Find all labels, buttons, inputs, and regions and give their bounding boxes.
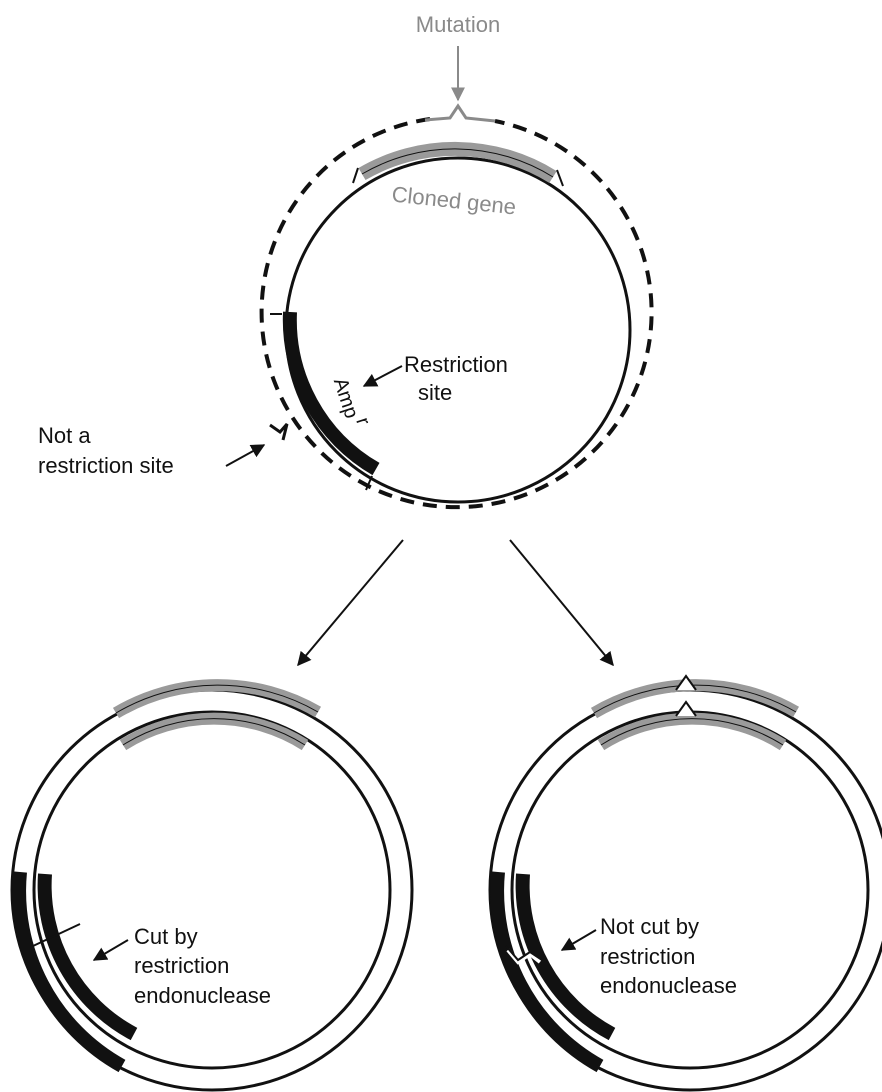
cut-by-label-line1: Cut by <box>134 924 198 949</box>
right-inner-amp-gene <box>515 873 616 1041</box>
restriction-site-label-line1: Restriction <box>404 352 508 377</box>
right-outer-amp-gene <box>490 871 604 1073</box>
not-restriction-site-arrow <box>225 444 266 467</box>
cut-by-label-line2: restriction <box>134 953 229 978</box>
left-outer-cloned-gene <box>112 679 322 719</box>
not-cut-by-arrow <box>560 929 597 951</box>
restriction-site-label-line2: site <box>418 380 452 405</box>
not-restriction-site-label-line2: restriction site <box>38 453 174 478</box>
mutant-strand-mutation-segment <box>424 103 496 123</box>
restriction-site-arrow <box>362 365 403 387</box>
left-cut-line <box>32 923 81 947</box>
left-inner-amp-gene <box>37 873 138 1041</box>
top-plasmid: Mutation Cloned gene Amp r Restriction s… <box>38 12 654 510</box>
left-outer-amp-gene <box>12 871 126 1073</box>
not-cut-by-label-line3: endonuclease <box>600 973 737 998</box>
amp-gene-bar <box>282 311 380 476</box>
arrow-to-left-plasmid <box>297 539 404 667</box>
right-inner-strand <box>510 710 870 1070</box>
arrow-to-right-plasmid <box>509 539 614 667</box>
left-inner-strand <box>32 710 392 1070</box>
mutant-strand-dashed <box>259 117 654 510</box>
not-restriction-site-label-line1: Not a <box>38 423 91 448</box>
mutation-label: Mutation <box>416 12 500 37</box>
left-plasmid: Cut by restriction endonuclease <box>10 679 414 1092</box>
not-cut-by-label-line1: Not cut by <box>600 914 699 939</box>
mutant-strand-left-kink <box>269 423 289 441</box>
right-plasmid: Not cut by restriction endonuclease <box>488 674 882 1092</box>
amp-label: Amp <box>329 375 363 421</box>
cut-by-arrow <box>92 939 129 961</box>
cloned-gene-label: Cloned gene <box>391 182 518 220</box>
cut-by-label-line3: endonuclease <box>134 983 271 1008</box>
right-mutation-kink-outer <box>675 674 697 691</box>
right-mutation-kink-inner <box>675 700 697 717</box>
right-amp-kink <box>506 948 542 965</box>
not-cut-by-label-line2: restriction <box>600 944 695 969</box>
